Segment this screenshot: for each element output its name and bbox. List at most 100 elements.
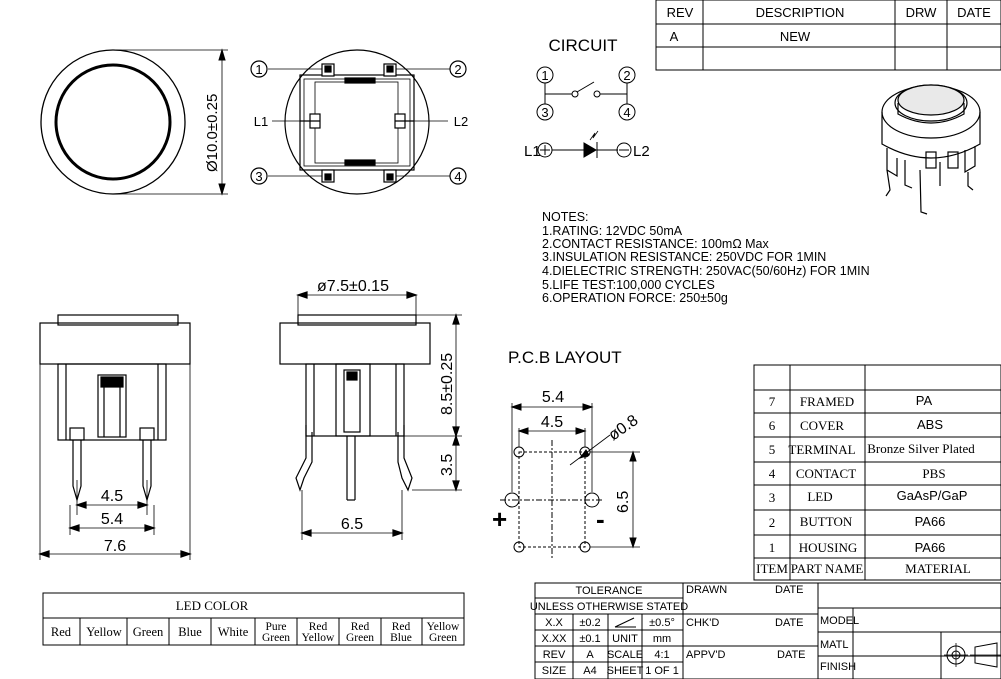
tolerance-note: UNLESS OTHERWISE STATED (530, 601, 688, 613)
approved-label: APPV'D (686, 649, 725, 661)
circuit-pin-1: 1 (541, 68, 548, 83)
part-4-name: CONTACT (796, 466, 856, 481)
led-color-table (42, 592, 465, 646)
part-5-name: TERMINAL (788, 442, 855, 457)
pcb-dim-6-5: 6.5 (615, 491, 632, 513)
xx-value: ±0.2 (579, 617, 600, 629)
size-value: A4 (583, 665, 596, 677)
circuit-pin-4: 4 (623, 105, 630, 120)
unit-label: UNIT (612, 633, 638, 645)
note-1: 1.RATING: 12VDC 50mA (542, 224, 683, 238)
part-6-name: COVER (800, 418, 844, 433)
front-view (38, 314, 192, 560)
finish-label: FINISH (820, 661, 856, 673)
pcb-dim-5-4: 5.4 (542, 389, 564, 406)
top-led-l1: L1 (254, 114, 268, 129)
led-color-red: Red (51, 625, 72, 639)
scale-value: 4:1 (654, 649, 669, 661)
part-5-item: 5 (769, 442, 776, 457)
front-dim-5-4: 5.4 (101, 511, 123, 528)
led-color-green: Green (133, 625, 164, 639)
part-2-name: BUTTON (800, 514, 853, 529)
circuit-pin-2: 2 (623, 68, 630, 83)
size-label: SIZE (542, 665, 566, 677)
approved-date-label: DATE (777, 649, 806, 661)
part-1-material: PA66 (915, 540, 946, 555)
note-2: 2.CONTACT RESISTANCE: 100mΩ Max (542, 237, 770, 251)
pcb-dim-hole: ø0.8 (606, 412, 642, 444)
sheet-value: 1 OF 1 (645, 665, 679, 677)
led-color-blue: Blue (178, 625, 202, 639)
circuit-schematic (536, 66, 636, 158)
pin-length-dim: 3.5 (439, 454, 456, 476)
checked-date-label: DATE (775, 617, 804, 629)
pcb-title: P.C.B LAYOUT (508, 348, 622, 367)
part-7-material: PA (916, 393, 933, 408)
part-3-material: GaAsP/GaP (897, 488, 968, 503)
description-value: NEW (780, 29, 811, 44)
rev-block-value: A (586, 649, 594, 661)
part-1-name: HOUSING (799, 540, 858, 555)
part-7-name: FRAMED (800, 394, 854, 409)
top-pin-2: 2 (454, 62, 461, 77)
parts-header-item: ITEM (756, 561, 788, 576)
switch-top-view (250, 49, 467, 195)
circuit-title: CIRCUIT (549, 36, 618, 55)
part-4-item: 4 (769, 466, 776, 481)
unit-value: mm (653, 633, 671, 645)
title-block (534, 582, 1001, 679)
rev-header: REV (667, 5, 694, 20)
part-5-material: Bronze Silver Plated (867, 441, 975, 456)
pin-width-dim: 6.5 (341, 516, 363, 533)
tolerance-title: TOLERANCE (575, 585, 642, 597)
parts-table (753, 364, 1001, 581)
notes-title: NOTES: (542, 210, 589, 224)
parts-header-material: MATERIAL (905, 561, 971, 576)
rev-value: A (670, 29, 679, 44)
circuit-l1: L1 (524, 143, 541, 160)
xxx-value: ±0.1 (579, 633, 600, 645)
xxx-label: X.XX (541, 633, 567, 645)
led-color-yellow: Yellow (86, 625, 122, 639)
angle-value: ±0.5° (649, 617, 675, 629)
note-6: 6.OPERATION FORCE: 250±50g (542, 291, 728, 305)
pcb-layout (500, 403, 640, 560)
notes: NOTES: 1.RATING: 12VDC 50mA 2.CONTACT RE… (542, 210, 870, 305)
scale-label: SCALE (607, 649, 643, 661)
side-view (279, 291, 462, 540)
model-label: MODEL (820, 615, 859, 627)
circuit-l2: L2 (633, 143, 650, 160)
front-dim-4-5: 4.5 (101, 488, 123, 505)
round-cap-view (40, 48, 228, 196)
pcb-minus-sign: - (596, 504, 605, 534)
circuit-pin-3: 3 (541, 105, 548, 120)
pcb-plus-sign: + (492, 504, 507, 534)
led-color-white: White (218, 625, 249, 639)
pcb-dim-4-5: 4.5 (541, 414, 563, 431)
height-dim: 8.5±0.25 (439, 353, 456, 415)
material-label: MATL (820, 639, 849, 651)
checked-label: CHK'D (686, 617, 719, 629)
front-dim-7-6: 7.6 (104, 538, 126, 555)
note-3: 3.INSULATION RESISTANCE: 250VDC FOR 1MIN (542, 250, 826, 264)
drw-header: DRW (906, 5, 938, 20)
diameter-10-dim: Ø10.0±0.25 (204, 94, 221, 172)
part-4-material: PBS (922, 466, 945, 481)
part-6-item: 6 (769, 418, 776, 433)
top-led-l2: L2 (454, 114, 468, 129)
part-2-material: PA66 (915, 514, 946, 529)
note-4: 4.DIELECTRIC STRENGTH: 250VAC(50/60Hz) F… (542, 264, 870, 278)
top-pin-3: 3 (255, 169, 262, 184)
part-1-item: 1 (769, 540, 776, 555)
parts-header-name: PART NAME (791, 561, 864, 576)
part-6-material: ABS (917, 417, 943, 432)
top-pin-1: 1 (255, 62, 262, 77)
drawn-label: DRAWN (686, 584, 727, 596)
drawn-date-label: DATE (775, 584, 804, 596)
top-pin-4: 4 (454, 169, 461, 184)
description-header: DESCRIPTION (756, 5, 845, 20)
